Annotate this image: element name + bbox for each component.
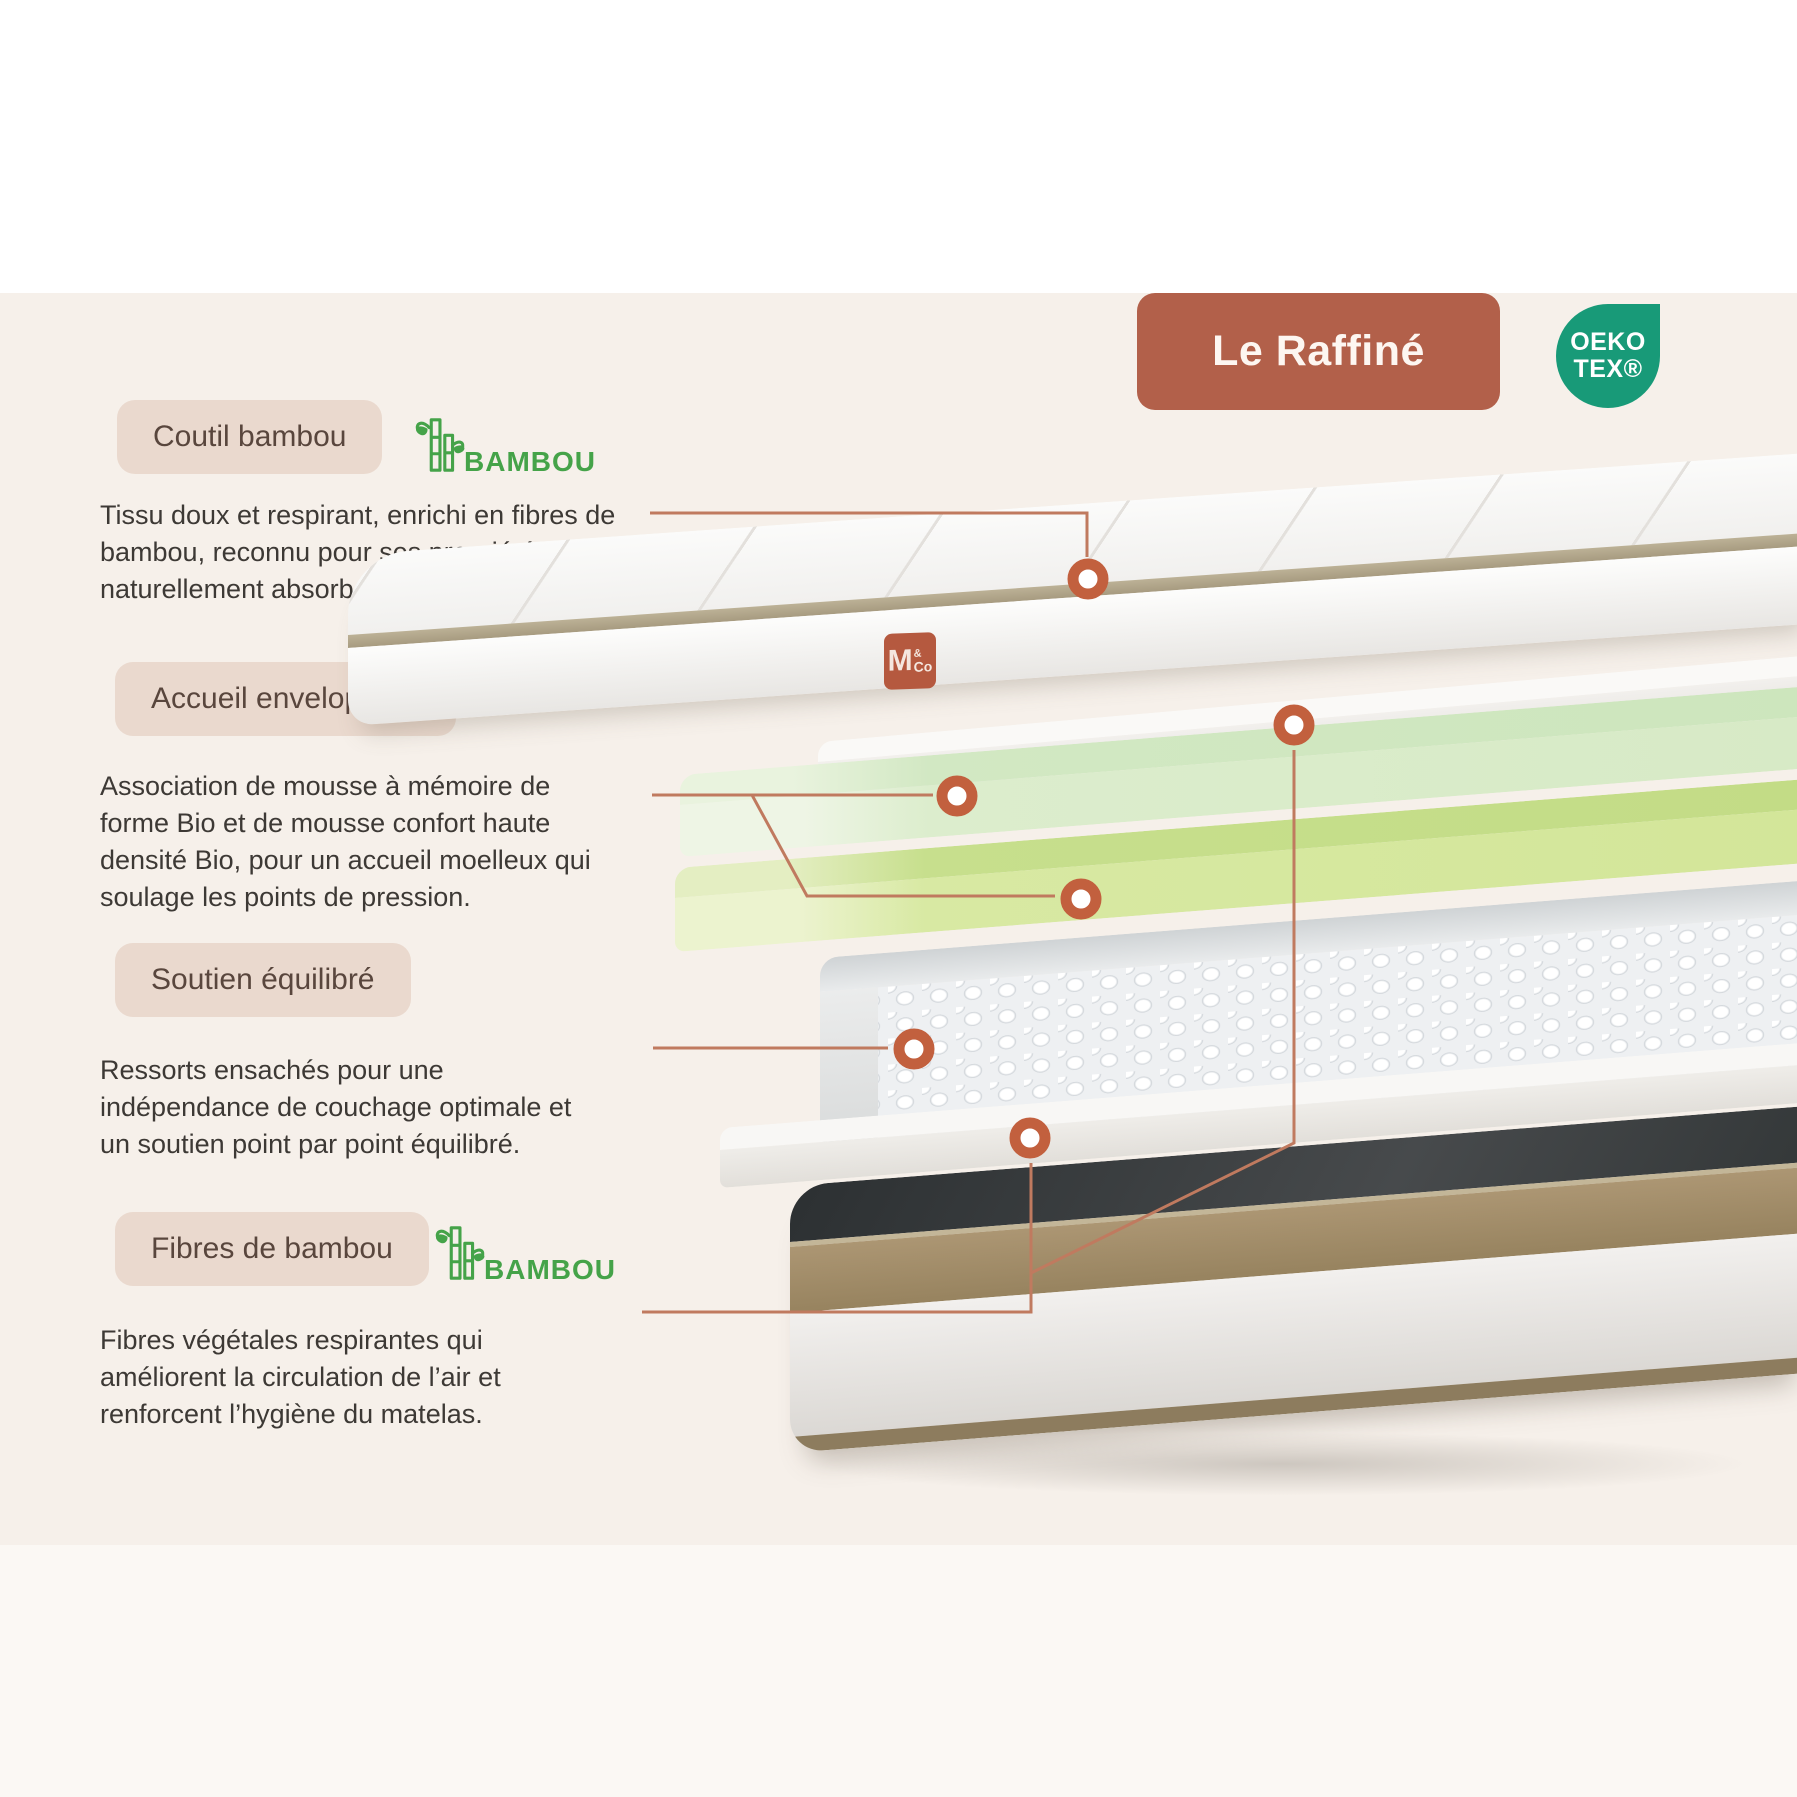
- feature-label-soutien: Soutien équilibré: [115, 943, 411, 1017]
- oeko-text-line2: TEX®: [1573, 355, 1643, 383]
- bamboo-icon: [415, 418, 465, 472]
- connector-fibres-branch: [1030, 750, 1296, 1275]
- oeko-tex-badge: OEKO TEX®: [1556, 304, 1660, 408]
- bambou-logo: BAMBOU: [408, 412, 596, 480]
- callout-marker-comfort-foam: [1060, 878, 1102, 920]
- feature-label-fibres: Fibres de bambou: [115, 1212, 429, 1286]
- callout-marker-memory-foam: [936, 775, 978, 817]
- description-line: Association de mousse à mémoire de: [100, 771, 551, 801]
- product-title-badge: Le Raffiné: [1137, 293, 1500, 410]
- connector-accueil-lower: [750, 794, 1055, 898]
- description-line: Ressorts ensachés pour une: [100, 1055, 444, 1085]
- bambou-logo-text: BAMBOU: [464, 446, 596, 477]
- description-line: indépendance de couchage optimale et: [100, 1092, 572, 1122]
- oeko-text-line1: OEKO: [1570, 328, 1646, 356]
- feature-label-text: Fibres de bambou: [151, 1232, 393, 1265]
- description-line: soulage les points de pression.: [100, 882, 471, 912]
- base-shadow: [812, 1432, 1752, 1496]
- callout-marker-topper: [1067, 558, 1109, 600]
- connector-coutil: [650, 511, 1089, 557]
- description-line: Fibres végétales respirantes qui: [100, 1325, 483, 1355]
- callout-marker-lower-fiber: [1009, 1117, 1051, 1159]
- description-line: un soutien point par point équilibré.: [100, 1129, 521, 1159]
- product-title: Le Raffiné: [1212, 327, 1425, 375]
- description-line: Tissu doux et respirant, enrichi en fibr…: [100, 500, 616, 530]
- description-line: renforcent l’hygiène du matelas.: [100, 1399, 483, 1429]
- bambou-logo: BAMBOU: [428, 1220, 616, 1288]
- feature-description-accueil: Association de mousse à mémoire de forme…: [100, 768, 591, 916]
- callout-marker-upper-fiber: [1273, 704, 1315, 746]
- feature-label-text: Soutien équilibré: [151, 963, 375, 996]
- description-line: forme Bio et de mousse confort haute: [100, 808, 551, 838]
- bambou-logo-text: BAMBOU: [484, 1254, 616, 1285]
- callout-marker-springs: [893, 1028, 935, 1070]
- description-line: améliorent la circulation de l’air et: [100, 1362, 501, 1392]
- connector-fibres: [642, 1163, 1033, 1314]
- feature-description-soutien: Ressorts ensachés pour une indépendance …: [100, 1052, 571, 1163]
- bamboo-icon: [435, 1226, 485, 1280]
- description-line: densité Bio, pour un accueil moelleux qu…: [100, 845, 591, 875]
- feature-description-fibres: Fibres végétales respirantes qui amélior…: [100, 1322, 501, 1433]
- feature-label-text: Coutil bambou: [153, 420, 347, 453]
- bottom-background: [0, 1545, 1797, 1797]
- feature-label-coutil-bambou: Coutil bambou: [117, 400, 383, 474]
